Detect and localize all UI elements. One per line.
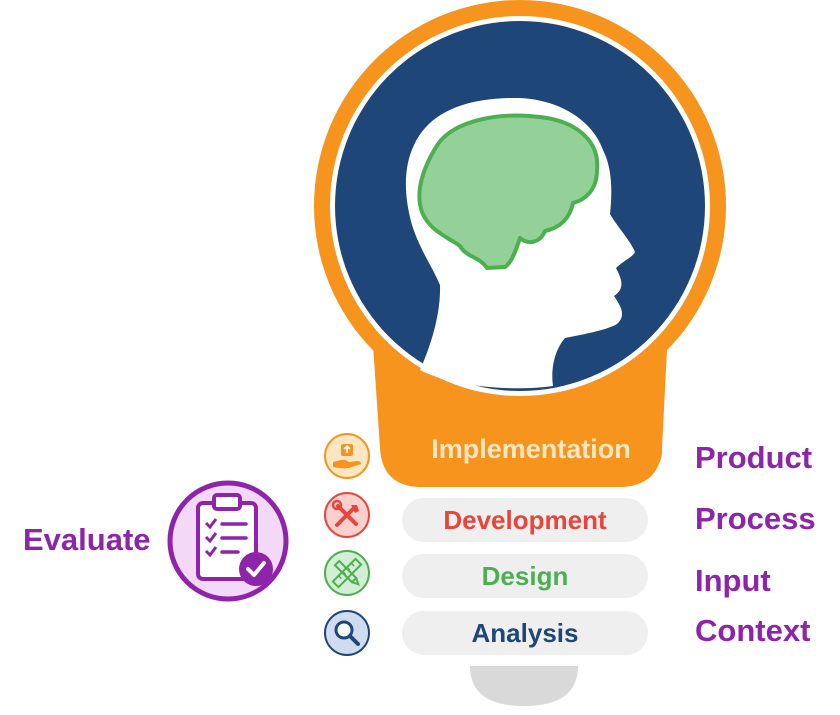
tools-icon xyxy=(323,491,371,539)
stage-development-pill: Development xyxy=(402,498,648,542)
outcome-product-label: Product xyxy=(695,440,813,475)
stage-analysis-pill: Analysis xyxy=(402,611,648,655)
bulb-base xyxy=(470,666,578,706)
stage-implementation-label: Implementation xyxy=(431,434,631,464)
magnifier-icon xyxy=(323,609,371,657)
clipboard-check-icon xyxy=(166,479,291,603)
evaluate-label: Evaluate xyxy=(23,522,151,557)
ruler-pencil-icon xyxy=(323,549,371,597)
stage-development-label: Development xyxy=(443,504,607,535)
stage-analysis-label: Analysis xyxy=(471,617,579,648)
outcome-input-label: Input xyxy=(695,563,771,598)
outcome-process-label: Process xyxy=(695,501,816,536)
stage-design-label: Design xyxy=(481,560,569,591)
brain xyxy=(417,113,600,270)
implementation-band xyxy=(400,428,662,476)
stage-design-pill: Design xyxy=(402,554,648,598)
hand-package-icon xyxy=(323,432,371,480)
outcome-context-label: Context xyxy=(695,613,811,648)
